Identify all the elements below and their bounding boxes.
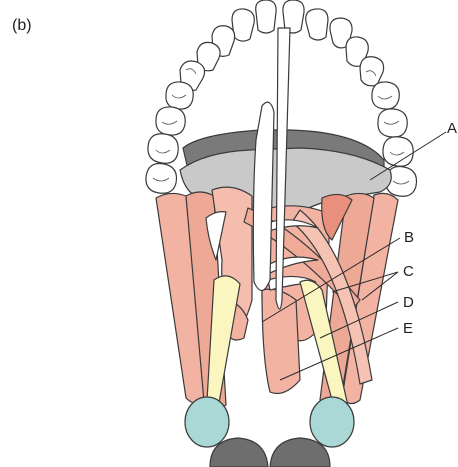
glands	[185, 397, 354, 447]
panel-label: (b)	[12, 17, 32, 34]
label-b: B	[404, 229, 414, 246]
label-c: C	[403, 263, 414, 280]
tooth	[256, 0, 276, 33]
label-a: A	[447, 120, 457, 137]
tooth	[372, 82, 399, 109]
label-e: E	[403, 320, 413, 337]
gland-left	[185, 397, 229, 447]
tooth	[146, 164, 177, 194]
tooth	[378, 109, 407, 137]
tooth	[166, 82, 193, 109]
tooth	[306, 9, 328, 40]
base-bones	[210, 438, 330, 467]
gland-right	[310, 397, 354, 447]
tooth	[232, 9, 254, 41]
label-d: D	[403, 294, 414, 311]
tooth	[148, 134, 178, 164]
tooth	[156, 107, 185, 135]
